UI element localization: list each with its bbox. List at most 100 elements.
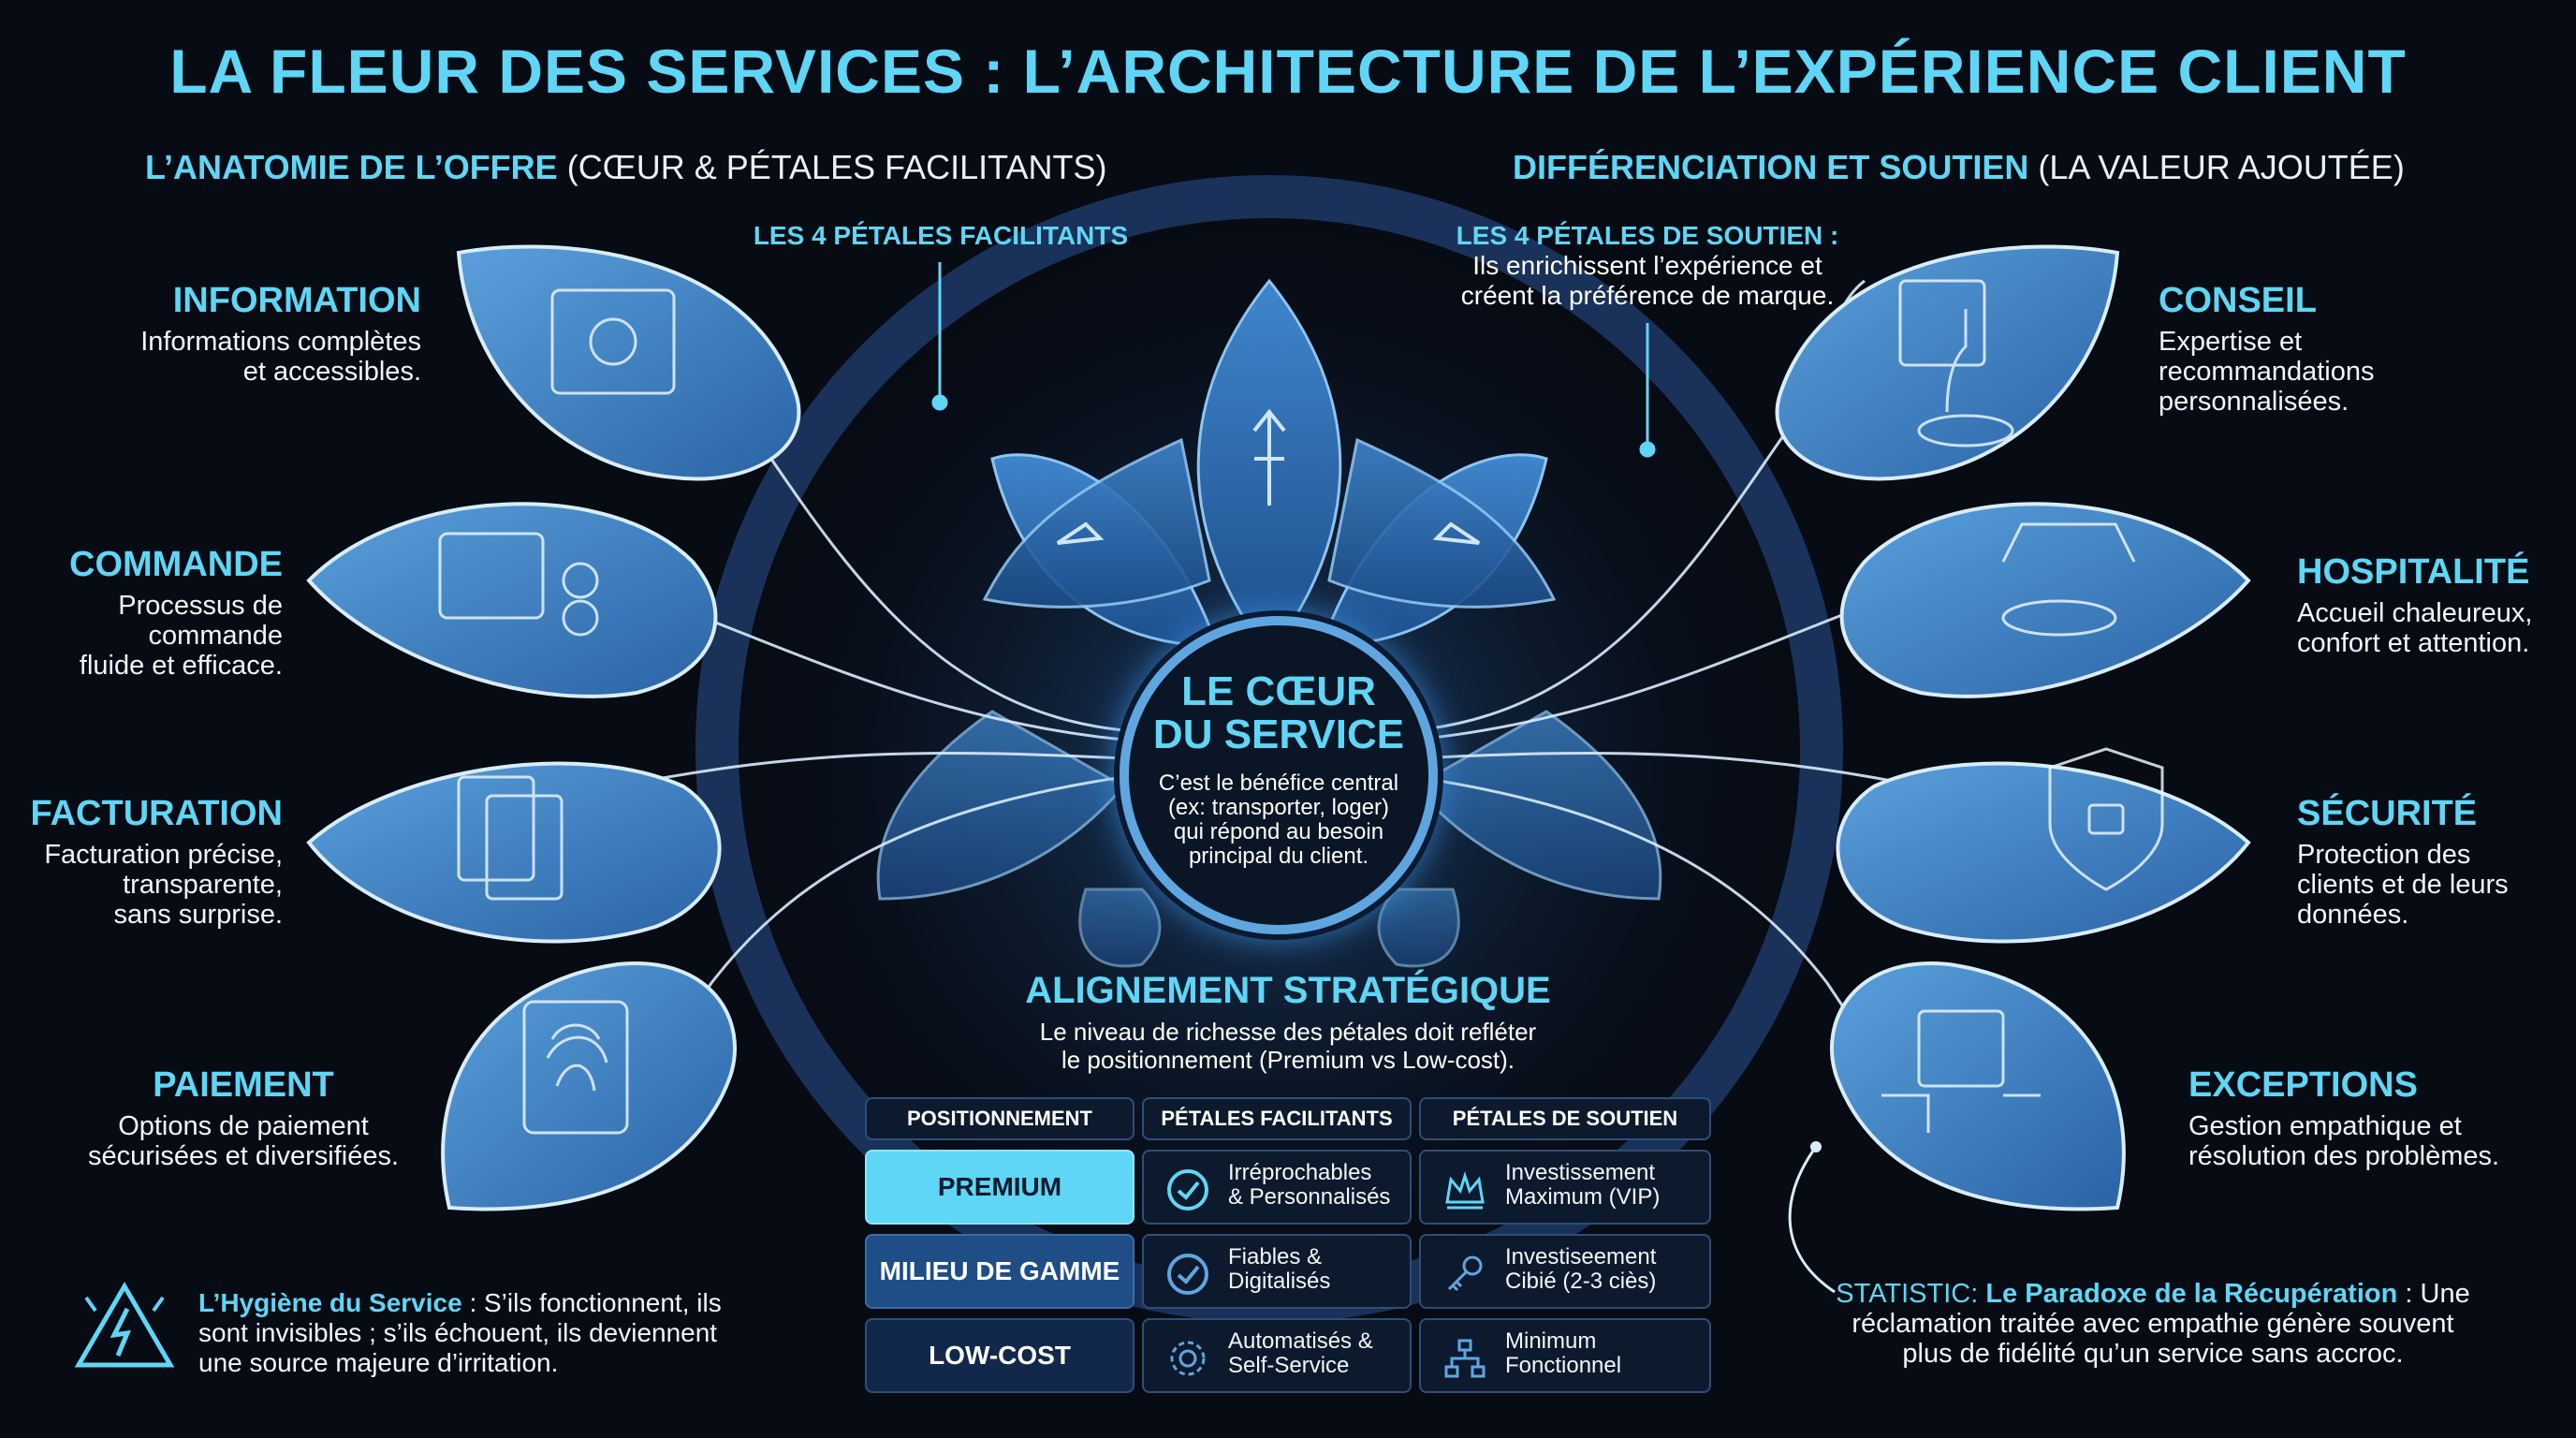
petal-desc: recommandations [2159,357,2375,387]
right-heading-rest: (LA VALEUR AJOUTÉE) [2038,148,2405,186]
table-row-lowcost-facilitating: Automatisés & Self-Service [1142,1318,1412,1393]
heart-line: qui répond au besoin [1173,819,1384,844]
petal-desc: personnalisées. [2159,387,2349,417]
petal-label-commande: COMMANDE Processus de commande fluide et… [19,545,283,681]
alignment-section: ALIGNEMENT STRATÉGIQUE Le niveau de rich… [936,970,1640,1074]
petal-label-exceptions: EXCEPTIONS Gestion empathique et résolut… [2188,1065,2554,1171]
table-header: PÉTALES DE SOUTIEN [1419,1097,1711,1140]
heart-title-1: LE CŒUR [1181,668,1376,714]
petal-label-securite: SÉCURITÉ Protection des clients et de le… [2297,794,2569,930]
hierarchy-icon [1444,1339,1486,1378]
petal-title: SÉCURITÉ [2297,794,2478,833]
heart-line: principal du client. [1188,844,1369,869]
petal-desc: confort et attention. [2297,628,2530,658]
petal-desc: Gestion empathique et [2188,1111,2462,1141]
support-callout-line2: créent la préférence de marque. [1460,281,1835,310]
alignment-line2: le positionnement (Premium vs Low-cost). [1061,1046,1515,1074]
petal-label-information: INFORMATION Informations complètes et ac… [37,281,421,387]
petal-title: FACTURATION [30,794,284,833]
service-heart: LE CŒUR DU SERVICE C’est le bénéfice cen… [1120,616,1438,934]
petal-desc: Expertise et [2159,327,2303,357]
cell-line: Maximum (VIP) [1505,1184,1661,1210]
hygiene-line2: sont invisibles ; s’ils échouent, ils de… [198,1318,718,1347]
cell-text: Investiseement Cibié (2-3 ciès) [1505,1245,1656,1294]
petal-desc: fluide et efficace. [79,651,283,681]
table-row-mid-support: Investiseement Cibié (2-3 ciès) [1419,1234,1711,1309]
left-heading-bold: L’ANATOMIE DE L’OFFRE [145,148,558,186]
alignment-title: ALIGNEMENT STRATÉGIQUE [1025,970,1551,1011]
petal-desc: Processus de [118,591,283,621]
cell-line: Fonctionnel [1505,1353,1622,1378]
heart-title-2: DU SERVICE [1152,712,1405,757]
petal-desc: et accessibles. [242,357,421,387]
paradox-line3: plus de fidélité qu’un service sans accr… [1902,1339,2404,1369]
check-circle-icon [1167,1169,1208,1211]
petal-label-paiement: PAIEMENT Options de paiement sécurisées … [66,1065,421,1171]
right-heading: DIFFÉRENCIATION ET SOUTIEN (LA VALEUR AJ… [1513,148,2405,187]
petal-desc: clients et de leurs [2297,870,2509,900]
petal-facturation [306,761,722,944]
petal-desc: commande [148,621,283,651]
petal-desc: sécurisées et diversifiées. [87,1141,400,1171]
petal-title: COMMANDE [69,545,283,584]
heart-line: C’est le bénéfice central [1158,770,1399,796]
facilitating-callout: LES 4 PÉTALES FACILITANTS [753,221,1129,250]
hygiene-bold: L’Hygiène du Service [198,1288,462,1317]
cell-text: Irréprochables & Personnalisés [1228,1161,1390,1210]
crown-icon [1445,1170,1485,1210]
left-heading: L’ANATOMIE DE L’OFFRE (CŒUR & PÉTALES FA… [145,148,1106,187]
cell-line: Cibié (2-3 ciès) [1505,1269,1657,1294]
petal-commande [306,502,718,698]
petal-title: HOSPITALITÉ [2297,552,2530,592]
table-header: PÉTALES FACILITANTS [1142,1097,1412,1140]
cell-line: Automatisés & [1228,1328,1373,1354]
petal-title: CONSEIL [2159,281,2317,320]
heart-line: (ex: transporter, loger) [1167,795,1390,820]
cell-line: Self-Service [1228,1353,1350,1378]
cell-line: Minimum [1505,1328,1597,1354]
cell-text: Minimum Fonctionnel [1505,1329,1621,1378]
cell-line: Irréprochables [1228,1160,1372,1185]
petal-label-facturation: FACTURATION Facturation précise, transpa… [19,794,284,930]
stat-label: STATISTIC: [1836,1279,1979,1309]
right-heading-bold: DIFFÉRENCIATION ET SOUTIEN [1513,148,2029,186]
petal-title: PAIEMENT [153,1065,334,1105]
heart-desc: C’est le bénéfice central (ex: transport… [1129,771,1428,869]
petal-label-conseil: CONSEIL Expertise et recommandations per… [2159,281,2533,417]
paradox-line2: réclamation traitée avec empathie génère… [1852,1309,2454,1339]
petal-title: EXCEPTIONS [2188,1065,2418,1105]
petal-information [456,244,801,481]
recovery-paradox-note: STATISTIC: Le Paradoxe de la Récupératio… [1816,1279,2490,1369]
petal-desc: résolution des problèmes. [2188,1141,2500,1171]
cell-line: Fiables & [1228,1244,1323,1269]
petal-desc: données. [2297,900,2409,930]
cell-text: Fiables & Digitalisés [1228,1245,1330,1294]
petal-securite [1836,761,2251,944]
table-row-lowcost-support: Minimum Fonctionnel [1419,1318,1711,1393]
cell-line: & Personnalisés [1228,1184,1391,1210]
check-circle-icon [1167,1254,1208,1295]
petal-desc: Facturation précise, [44,840,283,870]
hygiene-rest: : S’ils fonctionnent, ils [461,1288,722,1317]
petal-title: INFORMATION [172,281,421,320]
petal-label-hospitalite: HOSPITALITÉ Accueil chaleureux, confort … [2297,552,2569,658]
petal-paiement [441,961,737,1211]
warning-lightning-icon [74,1282,175,1368]
petal-desc: sans surprise. [113,900,283,930]
hygiene-line3: une source majeure d’irritation. [198,1348,559,1377]
paradox-bold: Le Paradoxe de la Récupération [1985,1279,2398,1309]
table-row-premium-facilitating: Irréprochables & Personnalisés [1142,1150,1412,1225]
left-heading-rest: (CŒUR & PÉTALES FACILITANTS) [566,148,1107,186]
table-row-lowcost-level: LOW-COST [865,1318,1134,1393]
petal-desc: Accueil chaleureux, [2297,598,2533,628]
cell-line: Investissement [1505,1160,1656,1185]
key-icon [1447,1255,1483,1292]
gear-icon [1170,1341,1206,1376]
cell-line: Investiseement [1505,1244,1657,1269]
hygiene-note: L’Hygiène du Service : S’ils fonctionnen… [198,1288,798,1378]
petal-desc: Protection des [2297,840,2471,870]
cell-text: Automatisés & Self-Service [1228,1329,1373,1378]
page-title: LA FLEUR DES SERVICES : L’ARCHITECTURE D… [169,37,2407,106]
